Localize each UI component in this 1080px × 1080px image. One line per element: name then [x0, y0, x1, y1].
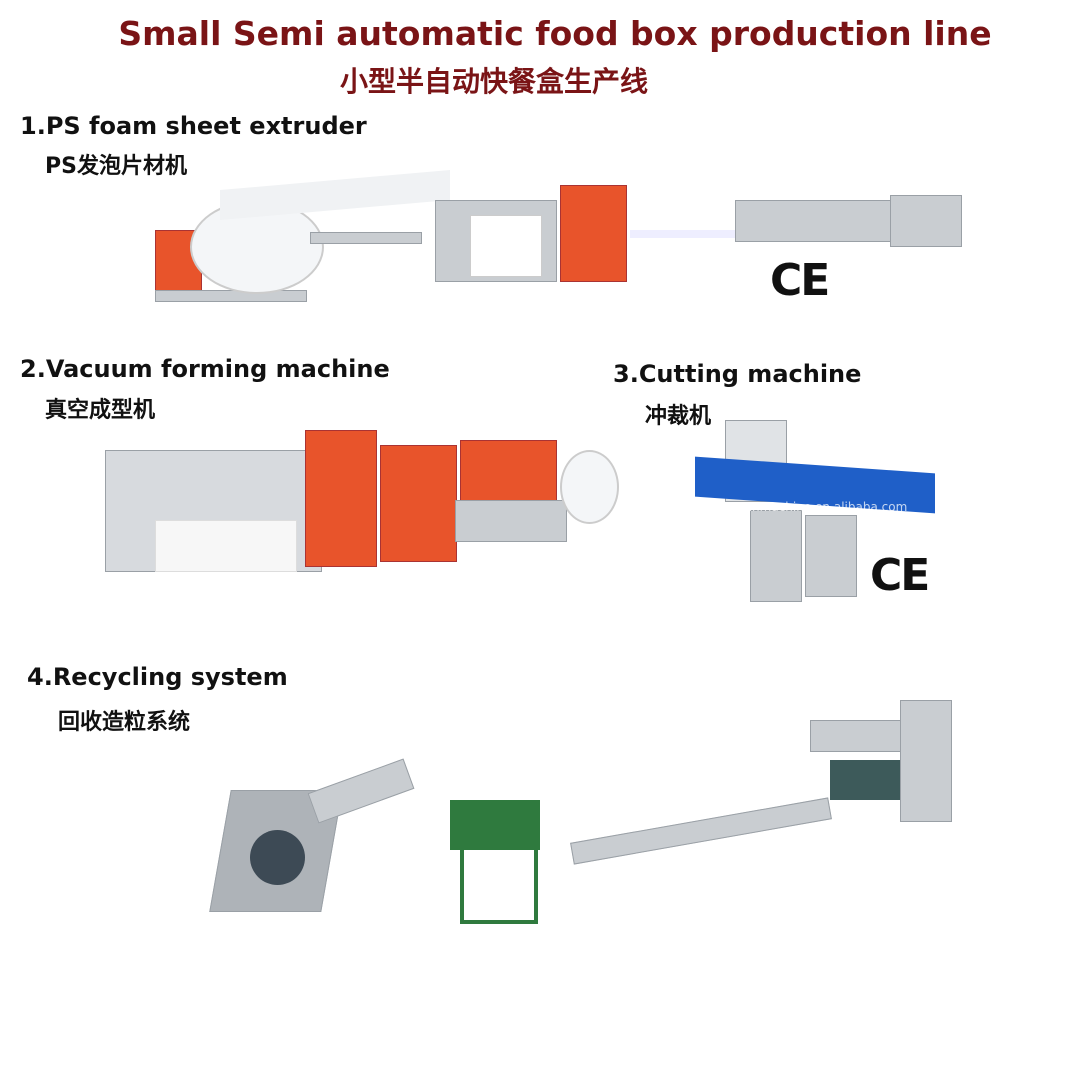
section-2-title-zh: 真空成型机 [45, 398, 156, 423]
foam-sheet-extruder-image: CE [110, 160, 980, 320]
section-2-title: 2.Vacuum forming machine [20, 355, 390, 383]
ce-mark: CE [870, 550, 930, 601]
section-3-title-zh: 冲裁机 [645, 404, 712, 429]
recycling-system-image [190, 680, 990, 950]
page-subtitle: 小型半自动快餐盒生产线 [340, 65, 649, 98]
section-3-title: 3.Cutting machine [613, 360, 862, 388]
cutting-machine-image: yuanmachine.en.alibaba.com CE [695, 420, 940, 610]
section-4-title: 4.Recycling system [27, 663, 288, 691]
section-1-title: 1.PS foam sheet extruder [20, 112, 367, 140]
ce-mark: CE [770, 255, 830, 306]
section-4-title-zh: 回收造粒系统 [58, 710, 191, 735]
page-title: Small Semi automatic food box production… [118, 14, 992, 53]
vacuum-forming-machine-image [95, 410, 625, 600]
watermark: yuanmachine.en.alibaba.com [730, 500, 908, 514]
section-1-title-zh: PS发泡片材机 [45, 154, 187, 179]
